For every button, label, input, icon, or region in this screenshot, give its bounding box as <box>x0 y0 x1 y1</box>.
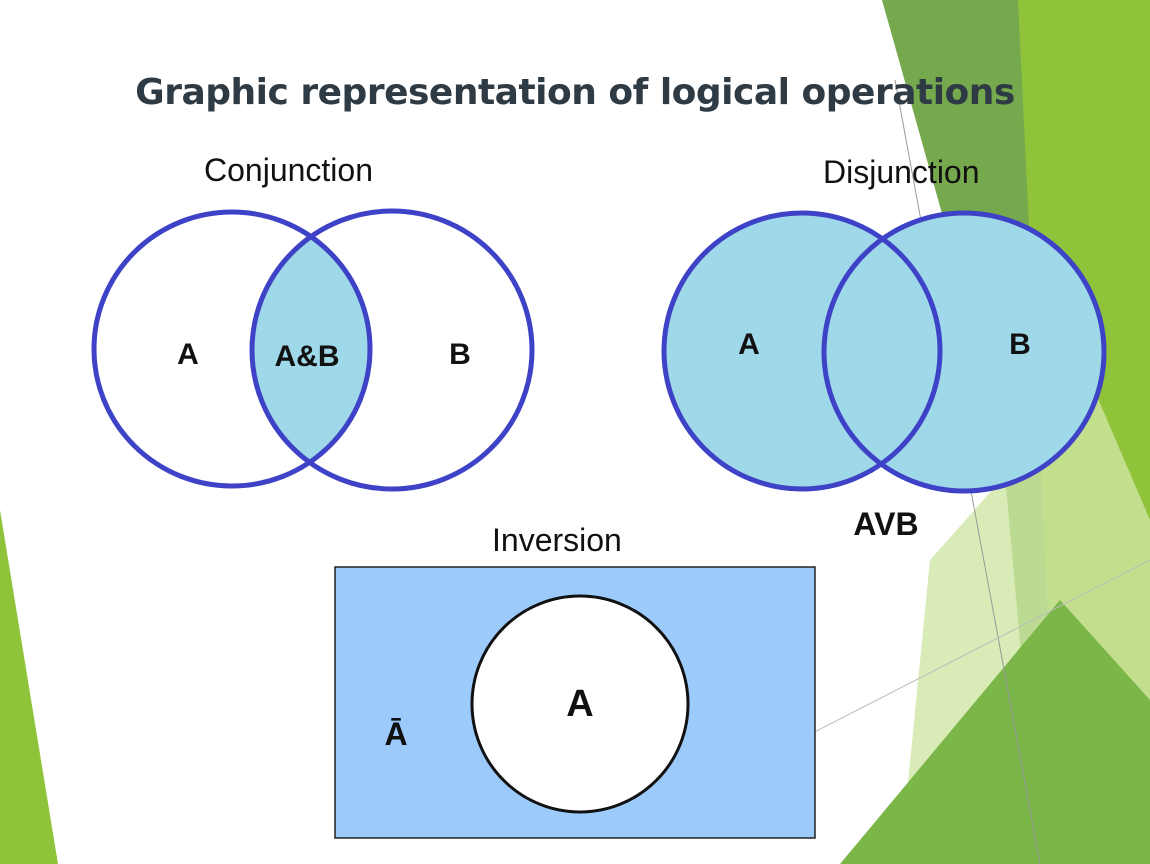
disjunction-label-or: AVB <box>853 506 918 542</box>
disjunction-label-a: A <box>738 328 760 361</box>
disjunction-caption: Disjunction <box>823 154 980 190</box>
disjunction-diagram: A B AVB <box>661 210 1107 542</box>
disjunction-fill-b <box>824 213 1104 491</box>
inversion-circle-a <box>470 594 690 814</box>
inversion-diagram: A Ā <box>334 566 816 839</box>
conjunction-label-b: B <box>449 338 471 371</box>
conjunction-circle-b <box>249 208 535 492</box>
conjunction-label-a: A <box>177 338 199 371</box>
left-green-accent <box>0 510 58 864</box>
conjunction-intersection <box>252 212 370 486</box>
slide-title: Graphic representation of logical operat… <box>135 72 1015 113</box>
conjunction-label-and: A&B <box>275 340 340 373</box>
conjunction-caption: Conjunction <box>204 152 373 188</box>
disjunction-label-b: B <box>1009 328 1031 361</box>
inversion-label-not-a: Ā <box>384 716 407 752</box>
decor-line-2 <box>759 559 1150 761</box>
conjunction-circle-a <box>91 209 373 489</box>
disjunction-circle-b <box>821 210 1107 494</box>
right-green-triangle <box>840 600 1150 864</box>
inversion-caption: Inversion <box>492 522 622 558</box>
conjunction-diagram: A A&B B <box>91 208 535 492</box>
disjunction-circle-a <box>661 210 943 492</box>
inversion-label-a: A <box>566 683 593 725</box>
